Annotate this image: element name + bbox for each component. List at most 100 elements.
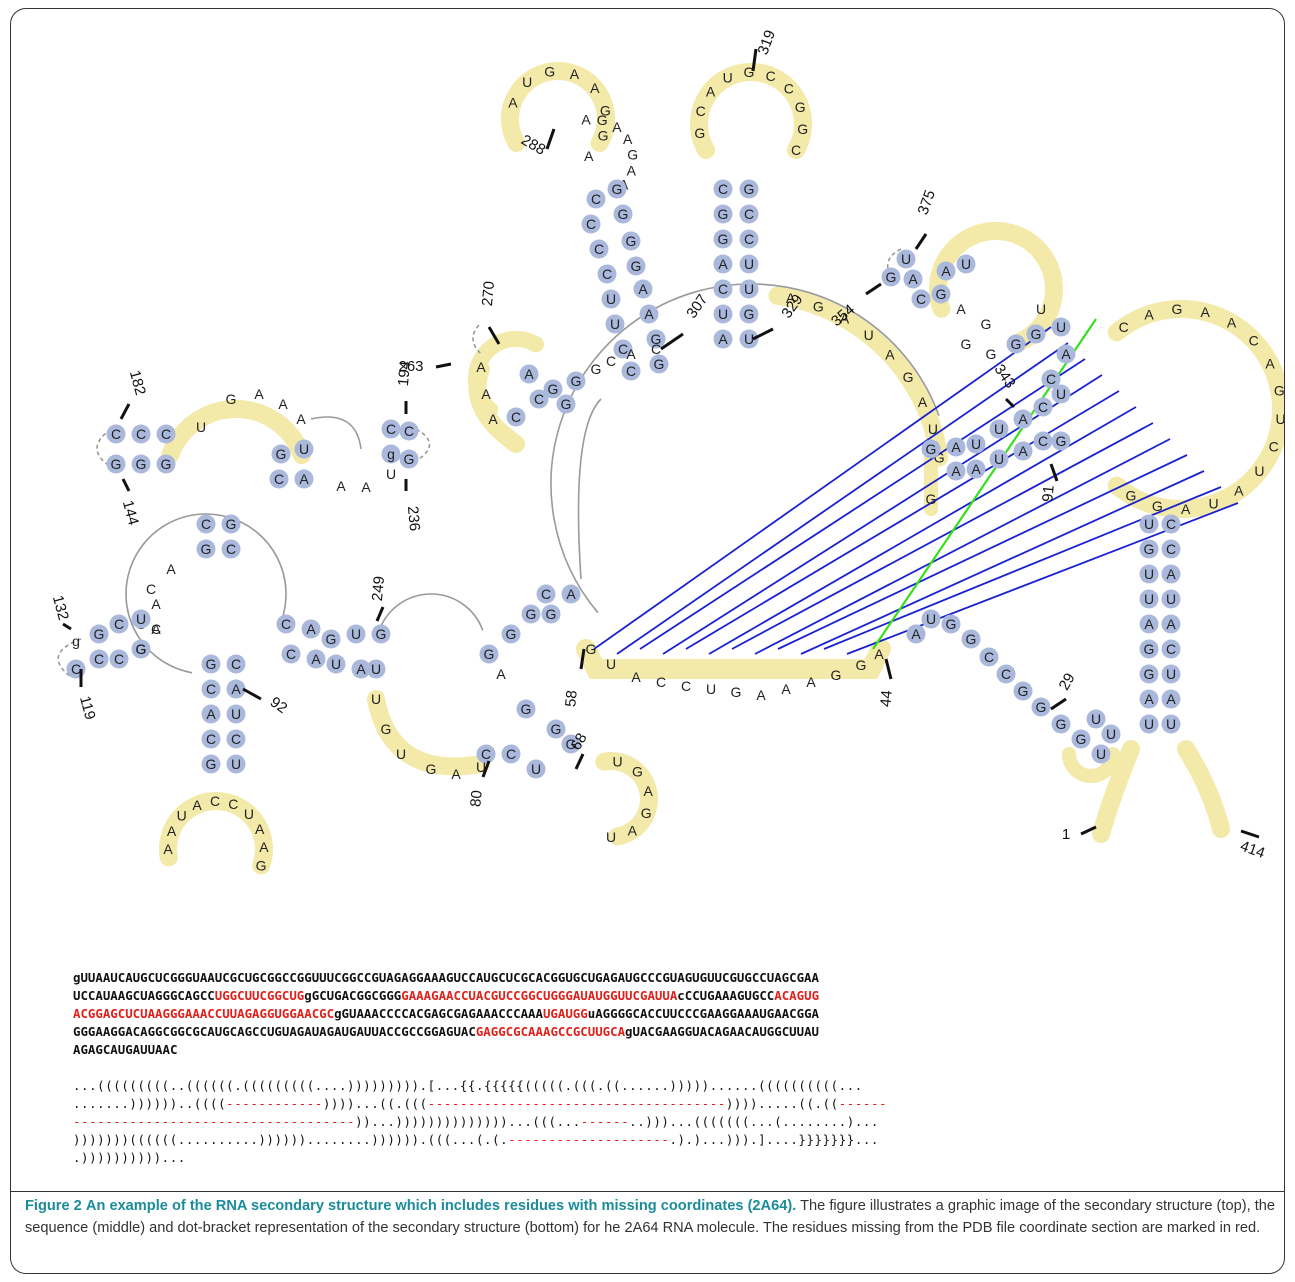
paired-nucleotide-circle bbox=[1161, 539, 1181, 559]
sequence-missing-segment: GAGGCGCAAAGCCGCUUGCA bbox=[475, 1024, 626, 1039]
nucleotide-letter: U bbox=[1144, 591, 1154, 607]
nucleotide-letter: U bbox=[522, 74, 532, 90]
nucleotide-letter: C bbox=[210, 793, 220, 809]
nucleotide-letter: U bbox=[476, 759, 486, 775]
nucleotide-letter: G bbox=[544, 64, 555, 80]
residue-number-label: 194 bbox=[395, 360, 414, 386]
paired-nucleotide-circle bbox=[301, 619, 321, 639]
nucleotide-letter: C bbox=[114, 616, 124, 632]
nucleotide-letter: A bbox=[254, 386, 264, 402]
nucleotide-letter: U bbox=[1166, 591, 1176, 607]
pseudoknot-pair-line bbox=[662, 374, 1103, 655]
nucleotide-letter: G bbox=[986, 346, 997, 362]
paired-nucleotide-circle bbox=[1161, 614, 1181, 634]
nucleotide-letter: G bbox=[551, 721, 562, 737]
paired-nucleotide-circle bbox=[226, 704, 246, 724]
nucleotide-letter: A bbox=[623, 131, 633, 147]
pseudoknot-pair-line bbox=[777, 454, 1188, 650]
paired-nucleotide-circle bbox=[961, 629, 981, 649]
paired-nucleotide-circle bbox=[713, 279, 733, 299]
dotbracket-segment: )))).....((.(( bbox=[725, 1096, 839, 1111]
nucleotide-letter: U bbox=[1091, 711, 1101, 727]
nucleotide-letter: G bbox=[484, 646, 495, 662]
nucleotide-letter: A bbox=[163, 841, 173, 857]
paired-nucleotide-circle bbox=[881, 267, 901, 287]
nucleotide-letter: U bbox=[1254, 463, 1264, 479]
dotbracket-line: .......))))))..((((------------))))...((… bbox=[73, 1095, 1253, 1113]
residue-number-tick bbox=[1240, 829, 1260, 839]
paired-nucleotide-circle bbox=[506, 407, 526, 427]
nucleotide-letter: C bbox=[594, 241, 604, 257]
nucleotide-letter: U bbox=[606, 829, 616, 845]
pseudoknot-pair-line bbox=[639, 358, 1086, 650]
nucleotide-letter: C bbox=[161, 426, 171, 442]
nucleotide-letter: A bbox=[151, 596, 161, 612]
dotbracket-missing-segment: ------ bbox=[580, 1114, 630, 1129]
paired-nucleotide-circle bbox=[713, 329, 733, 349]
paired-nucleotide-circle bbox=[1051, 317, 1071, 337]
paired-nucleotide-circle bbox=[621, 361, 641, 381]
nucleotide-letter: A bbox=[584, 148, 594, 164]
nucleotide-letter: C bbox=[404, 423, 414, 439]
dotbracket-segment: )))))))((((((..........))))))........)))… bbox=[73, 1132, 509, 1147]
nucleotide-letter: C bbox=[1166, 541, 1176, 557]
nucleotide-letter: G bbox=[856, 657, 867, 673]
nucleotide-letter: A bbox=[626, 346, 636, 362]
dotbracket-segment: ))))...((.((( bbox=[322, 1096, 428, 1111]
paired-nucleotide-circle bbox=[1139, 564, 1159, 584]
paired-nucleotide-circle bbox=[1139, 514, 1159, 534]
nucleotide-letter: C bbox=[206, 681, 216, 697]
residue-number-tick bbox=[62, 622, 72, 631]
nucleotide-letter: U bbox=[718, 306, 728, 322]
paired-nucleotide-circle bbox=[1139, 539, 1159, 559]
nucleotide-letter: G bbox=[111, 456, 122, 472]
paired-nucleotide-circle bbox=[106, 454, 126, 474]
nucleotide-letter: C bbox=[226, 541, 236, 557]
nucleotide-letter: U bbox=[971, 436, 981, 452]
residue-number-label: 144 bbox=[119, 499, 142, 528]
nucleotide-letter: C bbox=[744, 231, 754, 247]
paired-nucleotide-circle bbox=[713, 179, 733, 199]
paired-nucleotide-circle bbox=[1086, 709, 1106, 729]
paired-nucleotide-circle bbox=[639, 304, 659, 324]
backbone-arc bbox=[378, 593, 484, 631]
paired-nucleotide-circle bbox=[501, 744, 521, 764]
nucleotide-letter: G bbox=[618, 206, 629, 222]
paired-nucleotide-circle bbox=[713, 204, 733, 224]
nucleotide-letter: G bbox=[934, 450, 945, 466]
paired-nucleotide-circle bbox=[633, 279, 653, 299]
residue-number-tick bbox=[752, 327, 774, 341]
nucleotide-letter: U bbox=[371, 661, 381, 677]
residue-number-tick bbox=[242, 687, 262, 701]
nucleotide-letter: A bbox=[956, 301, 966, 317]
nucleotide-letter: U bbox=[606, 656, 616, 672]
nucleotide-letter: G bbox=[136, 641, 147, 657]
paired-nucleotide-circle bbox=[156, 424, 176, 444]
paired-nucleotide-circle bbox=[649, 354, 669, 374]
paired-nucleotide-circle bbox=[276, 614, 296, 634]
residue-number-label: 236 bbox=[404, 505, 423, 531]
residue-number-label: 263 bbox=[398, 358, 423, 375]
paired-nucleotide-circle bbox=[621, 231, 641, 251]
nucleotide-letter: A bbox=[451, 766, 461, 782]
residue-number-tick bbox=[865, 282, 882, 296]
sequence-block: gUUAAUCAUGCUCGGGUAAUCGCUGCGGCCGGUUUCGGCC… bbox=[73, 969, 1253, 1059]
nucleotide-letter: C bbox=[1001, 666, 1011, 682]
paired-nucleotide-circle bbox=[1051, 714, 1071, 734]
residue-number-label: 249 bbox=[369, 575, 388, 601]
residue-number-tick bbox=[660, 332, 684, 351]
nucleotide-letter: A bbox=[1144, 306, 1154, 322]
nucleotide-letter: A bbox=[908, 271, 918, 287]
dotbracket-segment: .))))))))))... bbox=[73, 1150, 186, 1165]
nucleotide-letter: G bbox=[381, 721, 392, 737]
paired-nucleotide-circle bbox=[1026, 324, 1046, 344]
nucleotide-letter: C bbox=[602, 266, 612, 282]
residue-number-tick bbox=[121, 478, 131, 492]
residue-number-tick bbox=[1049, 463, 1059, 482]
residue-number-tick bbox=[1004, 397, 1016, 409]
nucleotide-letter: G bbox=[1056, 716, 1067, 732]
nucleotide-letter: G bbox=[627, 146, 638, 162]
nucleotide-letter: G bbox=[201, 541, 212, 557]
paired-nucleotide-circle bbox=[501, 624, 521, 644]
paired-nucleotide-circle bbox=[739, 254, 759, 274]
